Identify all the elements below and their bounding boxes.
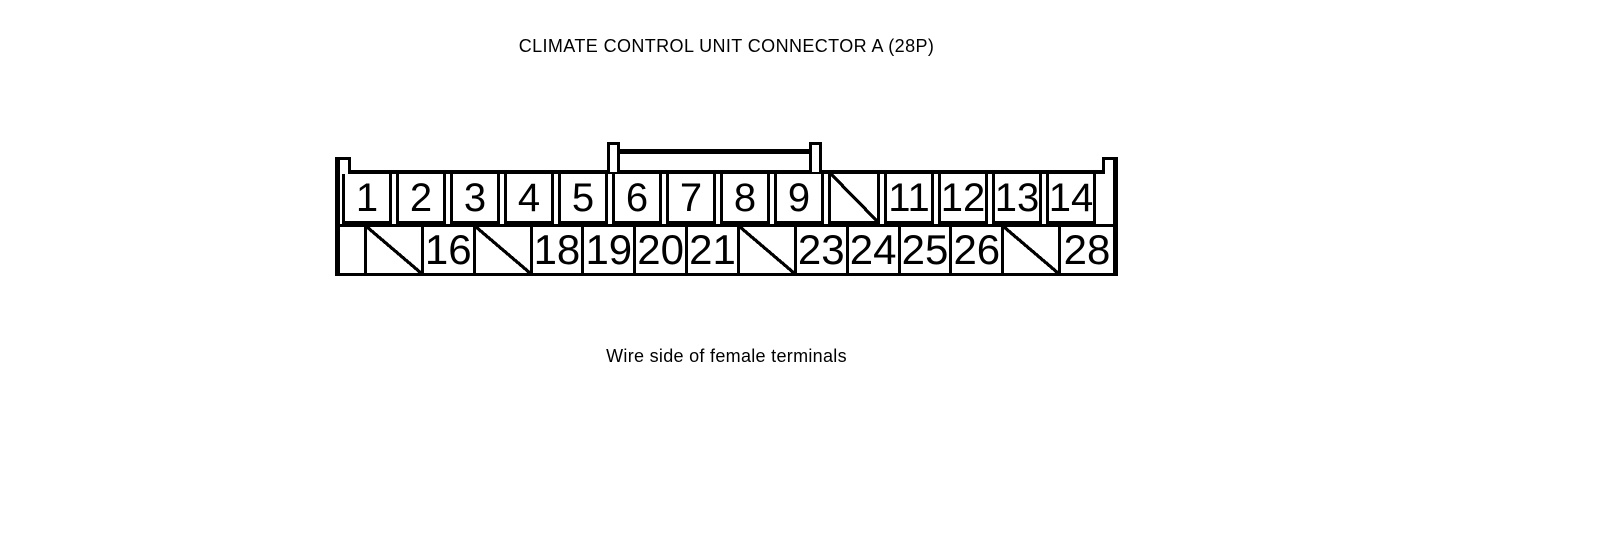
pin-cell-23: 23 [796, 227, 849, 273]
blocked-cell [475, 227, 533, 273]
blocked-cell [739, 227, 797, 273]
pin-cell-8: 8 [720, 174, 770, 224]
pin-cell-2: 2 [396, 174, 446, 224]
blank-cell [340, 227, 367, 273]
wire-side-caption: Wire side of female terminals [606, 346, 847, 366]
latch-post-right [809, 142, 822, 172]
pin-cell-19: 19 [584, 227, 637, 273]
pin-cell-7: 7 [666, 174, 716, 224]
right-notch [1102, 157, 1118, 174]
pin-cell-26: 26 [952, 227, 1005, 273]
pin-cell-14: 14 [1046, 174, 1096, 224]
blocked-cell [828, 174, 880, 224]
diagram-title: CLIMATE CONTROL UNIT CONNECTOR A (28P) [518, 36, 935, 56]
pin-cell-9: 9 [774, 174, 824, 224]
pin-cell-5: 5 [558, 174, 608, 224]
pin-cell-28: 28 [1061, 227, 1113, 273]
pin-cell-25: 25 [900, 227, 953, 273]
pin-cell-16: 16 [423, 227, 476, 273]
latch-bar [617, 149, 811, 154]
pin-cell-4: 4 [504, 174, 554, 224]
pin-cell-24: 24 [848, 227, 901, 273]
pin-cell-1: 1 [342, 174, 392, 224]
pin-cell-20: 20 [636, 227, 689, 273]
pin-cell-21: 21 [688, 227, 740, 273]
pin-cell-12: 12 [938, 174, 988, 224]
latch-post-left [607, 142, 620, 172]
pin-cell-3: 3 [450, 174, 500, 224]
pin-cell-18: 18 [532, 227, 585, 273]
pin-cell-6: 6 [612, 174, 662, 224]
connector-body [335, 170, 1118, 276]
pin-cell-11: 11 [884, 174, 934, 224]
pin-cell-13: 13 [992, 174, 1042, 224]
blank-cell [1100, 174, 1113, 224]
blocked-cell [366, 227, 424, 273]
left-notch [335, 157, 351, 174]
blocked-cell [1004, 227, 1062, 273]
